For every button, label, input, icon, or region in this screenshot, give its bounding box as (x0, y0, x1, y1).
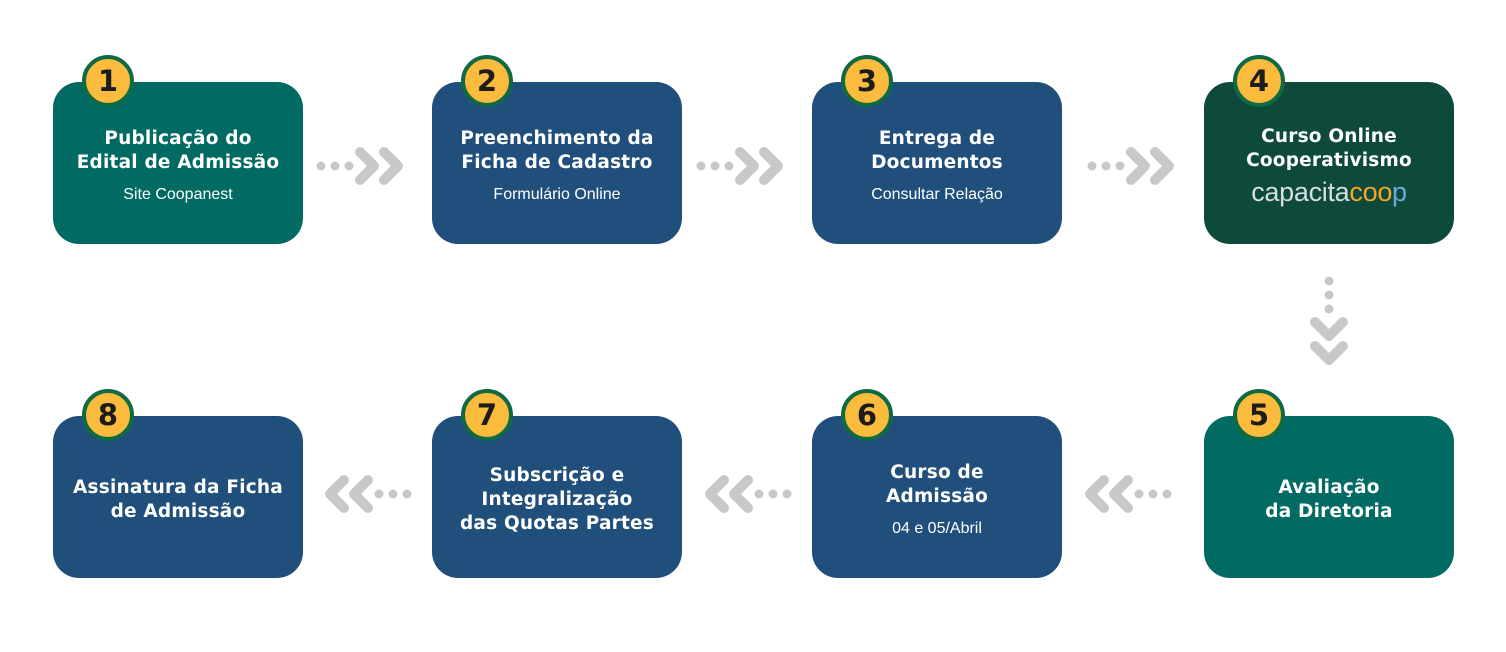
step-title-line: Admissão (886, 486, 988, 507)
step-title-line: Avaliação (1278, 477, 1380, 498)
step-7-box: 7 Subscrição e Integralização das Quotas… (432, 389, 682, 578)
step-subtitle: Site Coopanest (123, 186, 233, 203)
step-number-badge: 6 (841, 389, 893, 441)
step-subtitle: Formulário Online (493, 186, 621, 203)
step-8-box: 8 Assinatura da Ficha de Admissão (53, 389, 303, 578)
step-title-line: Publicação do (104, 128, 252, 149)
step-title-line: Curso Online (1261, 126, 1397, 147)
step-number-badge: 8 (82, 389, 134, 441)
step-title-line: Entrega de (878, 128, 996, 149)
step-title: Subscrição e Integralização das Quotas P… (460, 464, 654, 536)
step-title: Publicação do Edital de Admissão (77, 127, 280, 175)
step-title-line: Integralização (481, 489, 633, 510)
step-subtitle: 04 e 05/Abril (892, 520, 982, 537)
arrow-left-icon (1085, 475, 1172, 513)
logo-text-main: capacita (1251, 177, 1350, 207)
arrow-down-icon (1310, 276, 1348, 365)
step-title: Avaliação da Diretoria (1265, 476, 1392, 524)
step-title-line: Cooperativismo (1246, 150, 1412, 171)
step-subtitle: Consultar Relação (871, 186, 1003, 203)
step-title: Preenchimento da Ficha de Cadastro (460, 127, 653, 175)
arrow-left-icon (325, 475, 412, 513)
step-title: Curso Online Cooperativismo (1246, 125, 1412, 173)
logo-text-end: p (1392, 177, 1407, 207)
logo-text-accent: coo (1349, 177, 1393, 207)
step-title-line: Assinatura da Ficha (73, 477, 283, 498)
step-title-line: Curso de (890, 462, 984, 483)
step-number-badge: 7 (461, 389, 513, 441)
arrow-right-icon (1087, 147, 1174, 185)
step-2-box: 2 Preenchimento da Ficha de Cadastro For… (432, 55, 682, 244)
step-number-badge: 4 (1233, 55, 1285, 107)
step-title-line: Preenchimento da (460, 128, 654, 149)
step-5-box: 5 Avaliação da Diretoria (1204, 389, 1454, 578)
step-title-line: Subscrição e (489, 465, 625, 486)
step-title-line: Edital de Admissão (76, 152, 280, 173)
step-number-badge: 2 (461, 55, 513, 107)
step-title: Curso de Admissão (886, 461, 988, 509)
step-title-line: de Admissão (110, 501, 246, 522)
step-title-line: das Quotas Partes (459, 513, 655, 534)
step-1-box: 1 Publicação do Edital de Admissão Site … (53, 55, 303, 244)
step-number-badge: 1 (82, 55, 134, 107)
step-3-box: 3 Entrega de Documentos Consultar Relaçã… (812, 55, 1062, 244)
step-title: Assinatura da Ficha de Admissão (73, 476, 283, 524)
step-number-badge: 5 (1233, 389, 1285, 441)
arrow-right-icon (696, 147, 783, 185)
step-title: Entrega de Documentos (871, 127, 1003, 175)
arrow-left-icon (705, 475, 792, 513)
step-title-line: Ficha de Cadastro (461, 152, 653, 173)
step-number-badge: 3 (841, 55, 893, 107)
step-title-line: Documentos (871, 152, 1003, 173)
step-title-line: da Diretoria (1265, 501, 1393, 522)
step-6-box: 6 Curso de Admissão 04 e 05/Abril (812, 389, 1062, 578)
arrow-right-icon (316, 147, 403, 185)
